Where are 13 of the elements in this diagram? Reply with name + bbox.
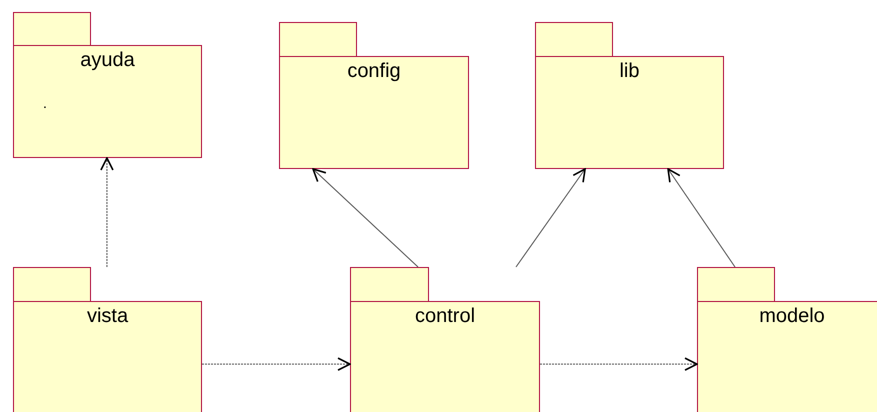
dependency-arrow xyxy=(312,168,419,268)
dependency-arrow xyxy=(516,168,586,268)
dependency-arrow xyxy=(202,357,351,371)
package-name: vista xyxy=(86,305,128,328)
dependency-arrow xyxy=(100,157,114,268)
package-note: . xyxy=(43,95,47,111)
package-name: lib xyxy=(619,60,640,83)
dependency-arrow xyxy=(667,168,736,268)
package-name: modelo xyxy=(759,305,825,328)
package-name: ayuda xyxy=(80,49,135,72)
package-name: config xyxy=(347,60,401,83)
package-name: control xyxy=(414,305,476,328)
dependency-arrow xyxy=(540,357,698,371)
